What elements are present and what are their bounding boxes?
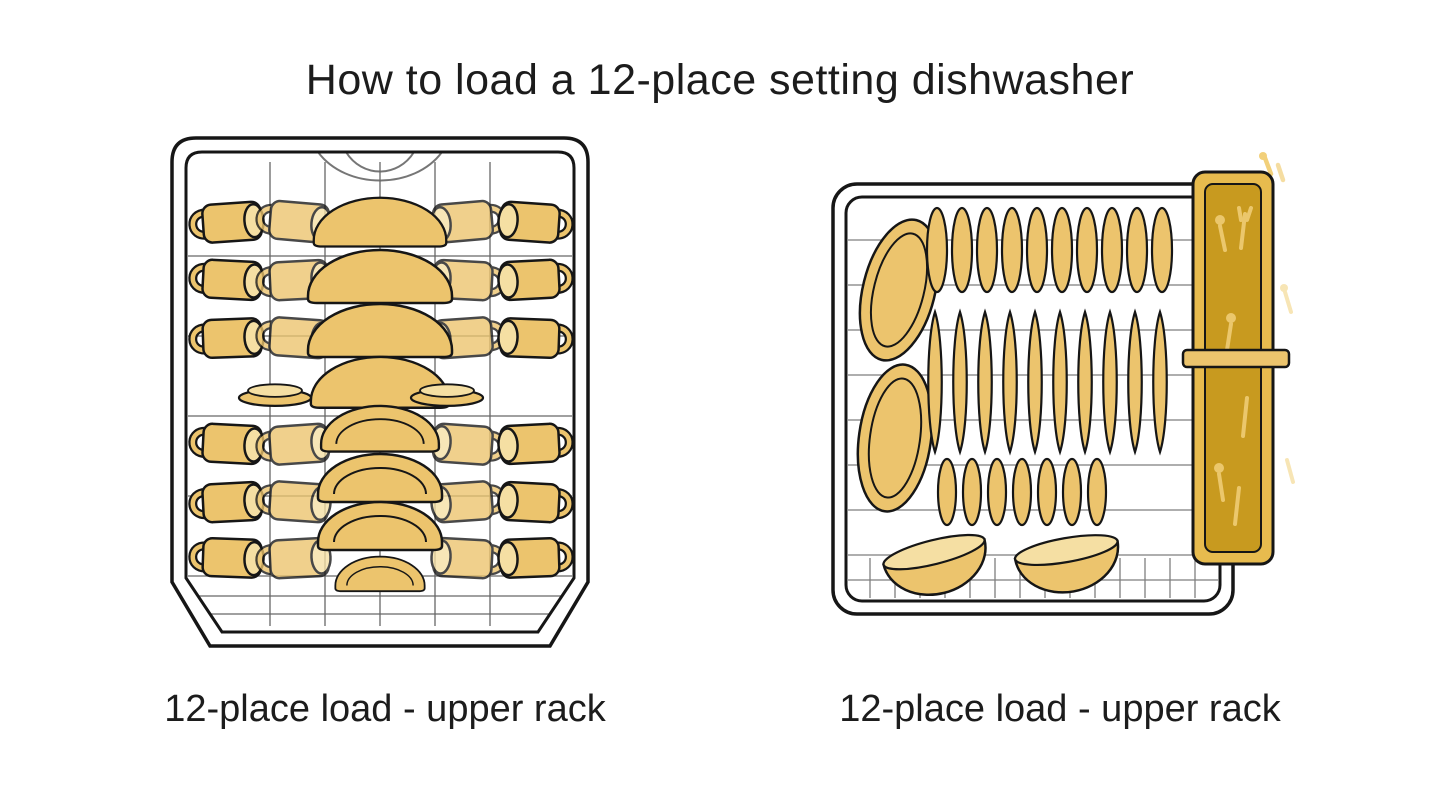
saucer-left	[237, 383, 313, 408]
plate-row-middle	[927, 310, 1168, 454]
plate-stack	[306, 196, 454, 409]
plate-row-bottom	[936, 457, 1108, 527]
left-caption: 12-place load - upper rack	[164, 688, 606, 730]
upper-rack-diagram-mugs	[150, 126, 610, 666]
saucer-right	[409, 383, 485, 408]
plate-row-top	[925, 206, 1174, 294]
bowl-stack	[316, 404, 444, 593]
upper-rack-diagram-plates	[815, 150, 1315, 640]
right-caption: 12-place load - upper rack	[839, 688, 1281, 730]
rack-plates-view-svg	[831, 152, 1295, 616]
mugs-right-outer-column	[497, 201, 570, 578]
cutlery-basket	[1181, 152, 1295, 566]
bowls	[879, 526, 1127, 607]
utensil-icons-inside	[1214, 206, 1253, 526]
rack-frame	[170, 136, 590, 648]
utensil-icons-right	[1280, 284, 1295, 484]
rack-top-view-svg	[170, 136, 590, 648]
page-title: How to load a 12-place setting dishwashe…	[305, 56, 1135, 104]
basket-handle	[1181, 348, 1291, 369]
large-plates	[856, 218, 940, 513]
utensil-icons-top	[1259, 152, 1286, 183]
